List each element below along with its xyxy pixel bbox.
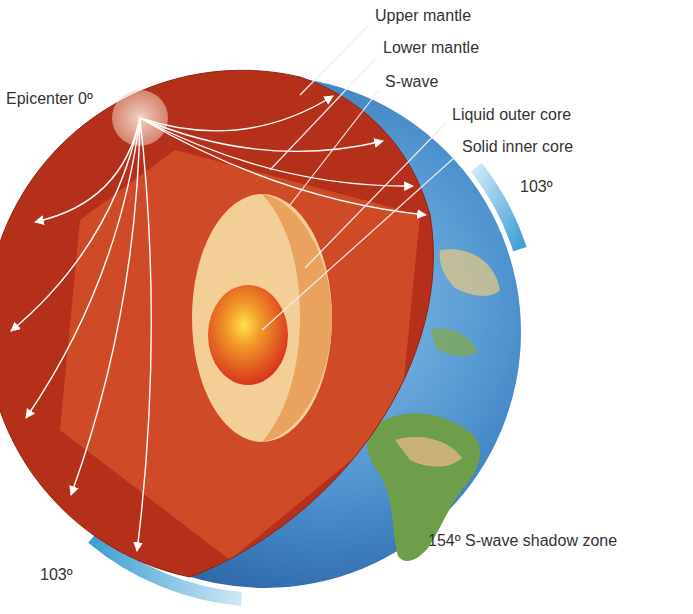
cutaway [0,60,480,600]
leader-line [290,90,379,205]
angle-label: 103º [40,566,73,584]
lower-mantle [60,150,420,560]
wave-ray [140,96,333,131]
land-mass [440,249,500,296]
solid-inner-core [208,285,288,385]
leader-line [262,157,455,330]
wave-ray [26,118,140,418]
liquid-outer-core [192,194,332,442]
wave-ray [140,118,413,186]
part-label: Lower mantle [383,39,479,57]
wave-ray [71,118,140,495]
part-label: Upper mantle [375,7,471,25]
part-label: Liquid outer core [452,106,571,124]
land-mass [430,329,478,357]
wave-ray [11,118,140,331]
part-label: S-wave [385,73,438,91]
epicenter-label: Epicenter 0º [6,90,93,108]
wave-ray [35,118,140,222]
wave-ray [137,118,151,551]
leader-lines [262,25,455,330]
land-mass [395,437,462,467]
leader-line [305,123,446,268]
angle-label: 103º [520,178,553,196]
cutaway-outline [0,70,433,577]
shadow-zone-label: 154º S-wave shadow zone [428,532,617,550]
leader-line [300,25,369,95]
wave-ray [140,118,426,215]
wave-rays [11,96,426,551]
wave-ray [140,118,383,151]
upper-mantle [0,60,480,600]
part-label: Solid inner core [462,138,573,156]
